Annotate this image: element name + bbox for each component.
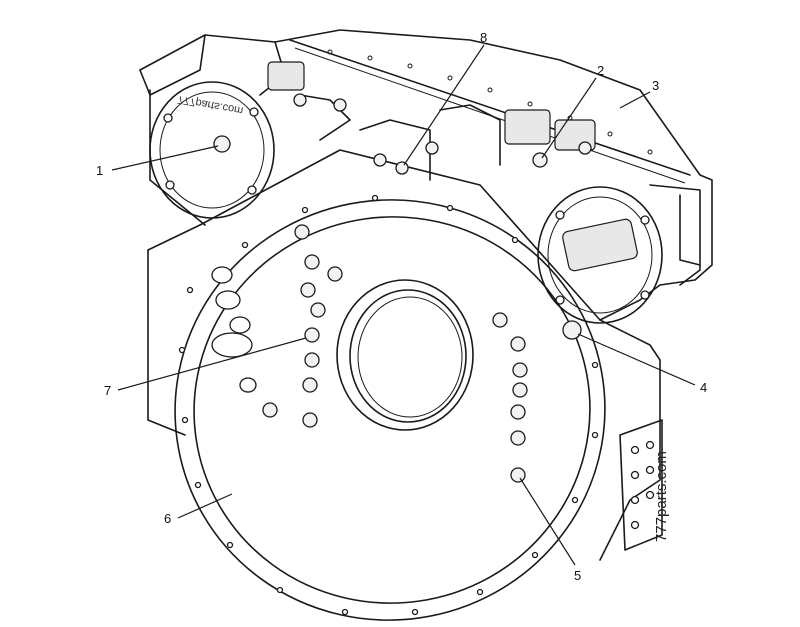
- bolt-column-right: [492, 312, 528, 483]
- housing-body: [147, 149, 663, 561]
- watermark-mirrored: 777parts.com: [176, 93, 244, 116]
- callout-1: 1: [96, 163, 103, 178]
- callout-labels: 1 2 3 4 5 6 7 8: [96, 30, 707, 583]
- callout-7: 7: [104, 383, 111, 398]
- bolt-top-a: [333, 98, 347, 112]
- bolt-column-left: [262, 224, 343, 428]
- bolt-right-boss: [578, 141, 592, 155]
- callout-5: 5: [574, 568, 581, 583]
- bolt-top-d: [425, 141, 439, 155]
- bolt-part-2: [532, 152, 548, 168]
- web-cutouts: [211, 266, 257, 393]
- callout-8: 8: [480, 30, 487, 45]
- callout-6: 6: [164, 511, 171, 526]
- dowel-part-4: [562, 320, 582, 340]
- right-starter-opening: [537, 186, 663, 324]
- watermark-vertical: 777parts.com: [653, 451, 670, 542]
- leader-lines: [111, 44, 696, 566]
- bolt-top-c: [373, 153, 387, 167]
- plug-part-1: [213, 135, 231, 153]
- flange-ring: [174, 194, 606, 621]
- bolt-part-8: [395, 161, 409, 175]
- flange-perimeter-holes: [178, 194, 599, 616]
- callout-3: 3: [652, 78, 659, 93]
- crankshaft-bore: [336, 279, 474, 431]
- callout-4: 4: [700, 380, 707, 395]
- callout-2: 2: [597, 63, 604, 78]
- bolt-top-b: [293, 93, 307, 107]
